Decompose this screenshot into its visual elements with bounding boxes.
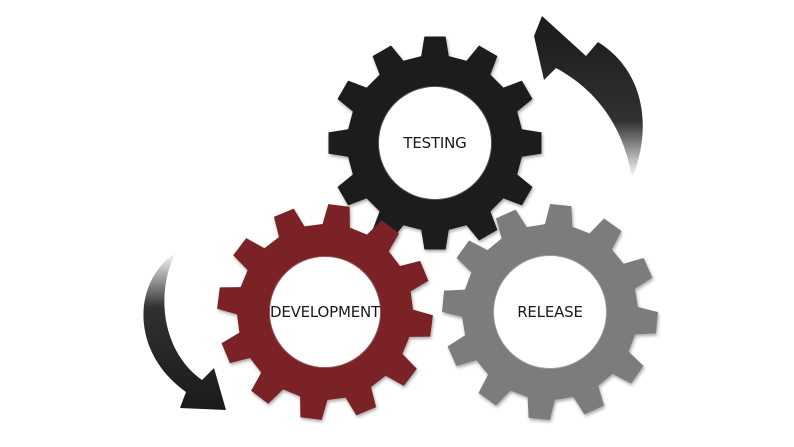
gear-testing: TESTING	[328, 36, 542, 250]
gear-development-body	[217, 204, 433, 420]
gear-release: RELEASE	[442, 204, 658, 420]
arrow-top-right	[534, 16, 643, 178]
gear-testing-hub	[378, 86, 492, 200]
gear-release-body	[442, 204, 658, 420]
gear-development: DEVELOPMENT	[217, 204, 433, 420]
gear-testing-label: TESTING	[402, 134, 466, 152]
gear-release-hub	[493, 255, 607, 369]
gear-testing-body	[328, 36, 542, 250]
gear-development-label: DEVELOPMENT	[270, 303, 381, 321]
gear-release-label: RELEASE	[517, 303, 583, 321]
gear-development-hub	[269, 256, 381, 368]
arrow-bottom-left	[143, 252, 226, 410]
